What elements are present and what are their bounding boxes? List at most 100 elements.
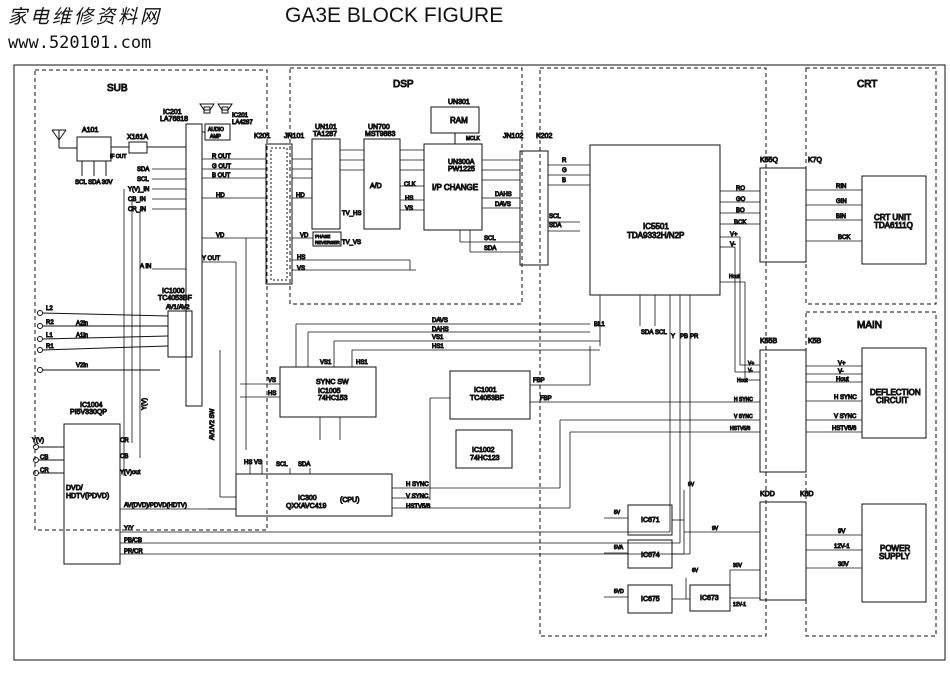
k55b-connector: [759, 349, 807, 473]
crt-unit-part: TDA6111Q: [874, 221, 913, 230]
jn101-label: JN101: [284, 133, 304, 140]
ic1004-block: [63, 423, 121, 565]
sw-hs-label: HS: [268, 391, 276, 397]
reg-30v-label: 30V: [733, 563, 743, 569]
v2in-label: V2in: [76, 363, 88, 369]
kdd-label: KDD: [760, 491, 775, 498]
ic201-block: [185, 123, 203, 407]
kdd-connector: [759, 501, 807, 601]
sw-vs-label: VS: [268, 378, 276, 384]
un700-part: MST9883: [365, 131, 395, 138]
cb-in-label: CB_IN: [128, 197, 146, 203]
section-label-main: MAIN: [857, 320, 882, 331]
ic201-label: IC201: [163, 109, 182, 116]
main-hout-label: Hout: [836, 377, 849, 383]
cpu-scl-label: SCL: [276, 462, 288, 468]
x161a-label: X161A: [127, 134, 148, 141]
deflection-label-2: CIRCUIT: [876, 396, 909, 405]
scl-label: SCL: [137, 177, 149, 183]
ic674-5va-label: 5VA: [614, 545, 624, 551]
fbp-label-2: FBP: [540, 396, 552, 402]
yv-input-label: Y(V): [32, 438, 44, 444]
clk-label: CLK: [404, 182, 416, 188]
watermark-title: 家电维修资料网: [8, 6, 163, 28]
bus-vs1-label: VS1: [432, 335, 444, 341]
main-vplus-label: V+: [838, 361, 846, 367]
crt-bck-label: BCK: [838, 235, 850, 241]
tv-hs-label: TV_HS: [342, 211, 361, 217]
un101-part: TA1287: [313, 131, 337, 138]
cpu-vsync-label: V SYNC: [406, 494, 429, 500]
k202-label: K202: [536, 133, 552, 140]
ic201b-label: IC201: [232, 113, 249, 119]
yv-vertical-label: Y(V): [142, 398, 148, 410]
deflection-label-1: DEFLECTION: [870, 388, 921, 397]
bus-hsync-label: H SYNC: [734, 397, 753, 403]
yy-label: Y/Y: [124, 526, 134, 532]
power-label-2: SUPPLY: [879, 552, 911, 561]
if-out-label: IF OUT: [110, 154, 126, 160]
rin-label: RIN: [836, 184, 846, 190]
k7q-label: K7Q: [808, 157, 823, 164]
un700-block: [363, 138, 401, 230]
ic1000-mode: AV1/AV2: [166, 305, 190, 311]
ic5501-block: [589, 144, 721, 296]
phase-reverser-block: [312, 231, 342, 247]
cr-in-label: CR_IN: [128, 207, 146, 213]
a1in-label: A1in: [76, 333, 88, 339]
ic1001-block: [449, 370, 531, 420]
ic1005-sync-label: SYNC SW: [316, 379, 349, 386]
power-30v-label: 30V: [838, 562, 849, 568]
dsp-hd-label: HD: [296, 193, 305, 199]
ic1005-label: IC1005: [318, 388, 341, 395]
a-in-label: A IN: [140, 264, 151, 270]
power-label-1: POWER: [880, 544, 910, 553]
sub-frame: [34, 69, 268, 531]
r-out-label: R OUT: [212, 154, 231, 160]
cpu-hstv-label: HSTV5/6: [406, 504, 431, 510]
l1-label: L1: [46, 333, 53, 339]
saw-filter-block: [128, 141, 148, 154]
un300a-label: UN300A: [448, 159, 475, 166]
deflection-block: [861, 347, 927, 439]
section-label-crt: CRT: [857, 79, 877, 90]
amp-label-2: AMP: [210, 134, 222, 140]
ic673-label: IC673: [700, 595, 719, 602]
un101-block: [311, 138, 341, 230]
ic300-block: [235, 473, 393, 517]
ic1005-part: 74HC153: [318, 395, 348, 402]
outer-frame: [13, 64, 946, 661]
section-frames: [34, 67, 937, 637]
video-input-jacks: [33, 444, 64, 476]
cpu-label: (CPU): [340, 497, 359, 504]
dvd-label-1: DVD/: [66, 485, 83, 492]
ic5501-b-label: B: [562, 178, 566, 184]
l2-label: L2: [46, 306, 53, 312]
y-out-label: Y OUT: [202, 256, 221, 262]
un101-label: UN101: [315, 124, 337, 131]
ic671-5v-label: 5V: [614, 510, 621, 516]
ic1000-part: TC4053BF: [158, 295, 192, 302]
sda-label: SDA: [137, 167, 149, 173]
bus-vsync-label: V SYNC: [734, 414, 753, 420]
section-label-sub: SUB: [107, 83, 128, 94]
yv-in-label: Y(V)_IN: [128, 187, 149, 193]
dsp-hs-label: HS: [297, 255, 305, 261]
watermark-url: www.520101.com: [8, 33, 152, 53]
k55b-label: K55B: [760, 338, 777, 345]
ic1002-label: IC1002: [472, 447, 495, 454]
ic5501-label: IC5501: [643, 222, 669, 231]
jn101-inner: [270, 147, 288, 281]
go-label: GO: [736, 197, 746, 203]
yv-out-label: Y(V)out: [120, 470, 141, 476]
dsp-vd-label: VD: [300, 233, 309, 239]
ic1000-label: IC1000: [162, 288, 185, 295]
a101-label: A101: [82, 127, 98, 134]
k55b-vminus-label: V-: [748, 368, 753, 374]
ic1001-label: IC1001: [474, 387, 497, 394]
speaker-icon: [199, 103, 215, 114]
reg-6v-label: 6V: [692, 568, 699, 574]
cr-out-label: CR: [120, 438, 129, 444]
k55b-vplus-label: V+: [748, 361, 754, 367]
av-sw-label: AV1/V2 SW: [210, 408, 216, 440]
